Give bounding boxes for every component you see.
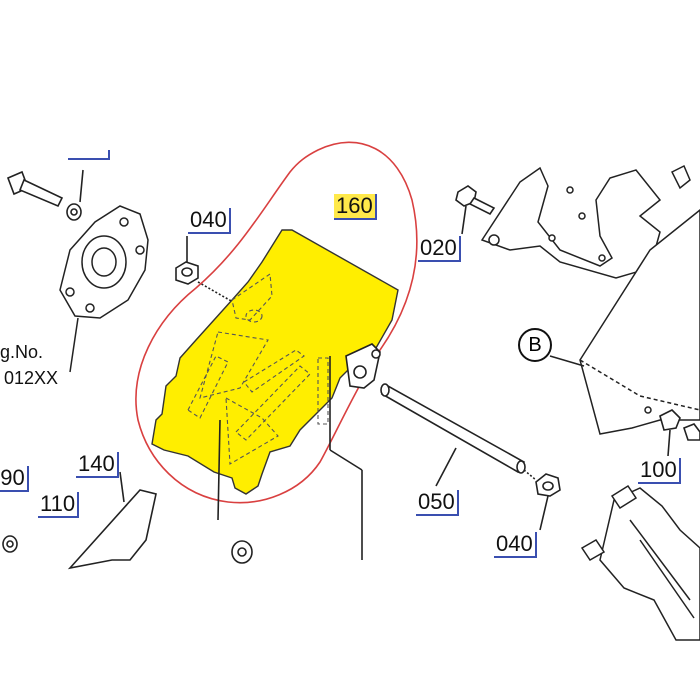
figure-code-fragment: 012XX [4, 368, 59, 388]
nut-040-bottom [523, 469, 561, 531]
callout-090-partial: 090 [0, 466, 29, 492]
highlight-outline [135, 141, 418, 504]
rail-140 [67, 471, 157, 570]
callout-040-top: 040 [188, 208, 231, 234]
linkage-bottom-right [580, 484, 700, 641]
mounting-bracket-top-right [480, 164, 691, 279]
reference-callout-b: B [518, 328, 552, 362]
callout-110: 110 [38, 492, 80, 518]
callout-100: 100 [638, 458, 681, 484]
bracket-right-of-plate [217, 343, 381, 560]
callout-050: 050 [416, 490, 459, 516]
gear-housing-left [59, 205, 149, 373]
callout-160: 160 [334, 194, 377, 220]
bolt-assembly-left [6, 169, 84, 221]
hardware-100 [659, 409, 700, 457]
callout-040-top-leader-stub [68, 150, 110, 160]
bolt-020 [455, 185, 496, 235]
callout-040-bottom: 040 [494, 532, 537, 558]
figure-number-fragment: g.No. [0, 342, 44, 362]
callout-140: 140 [76, 452, 119, 478]
washer-110 [2, 535, 18, 553]
washer-bottom-center [231, 540, 253, 564]
callout-020: 020 [418, 236, 461, 262]
shaft-050 [380, 383, 526, 487]
nut-040-top [175, 236, 241, 307]
plate-160-highlighted [151, 229, 399, 495]
